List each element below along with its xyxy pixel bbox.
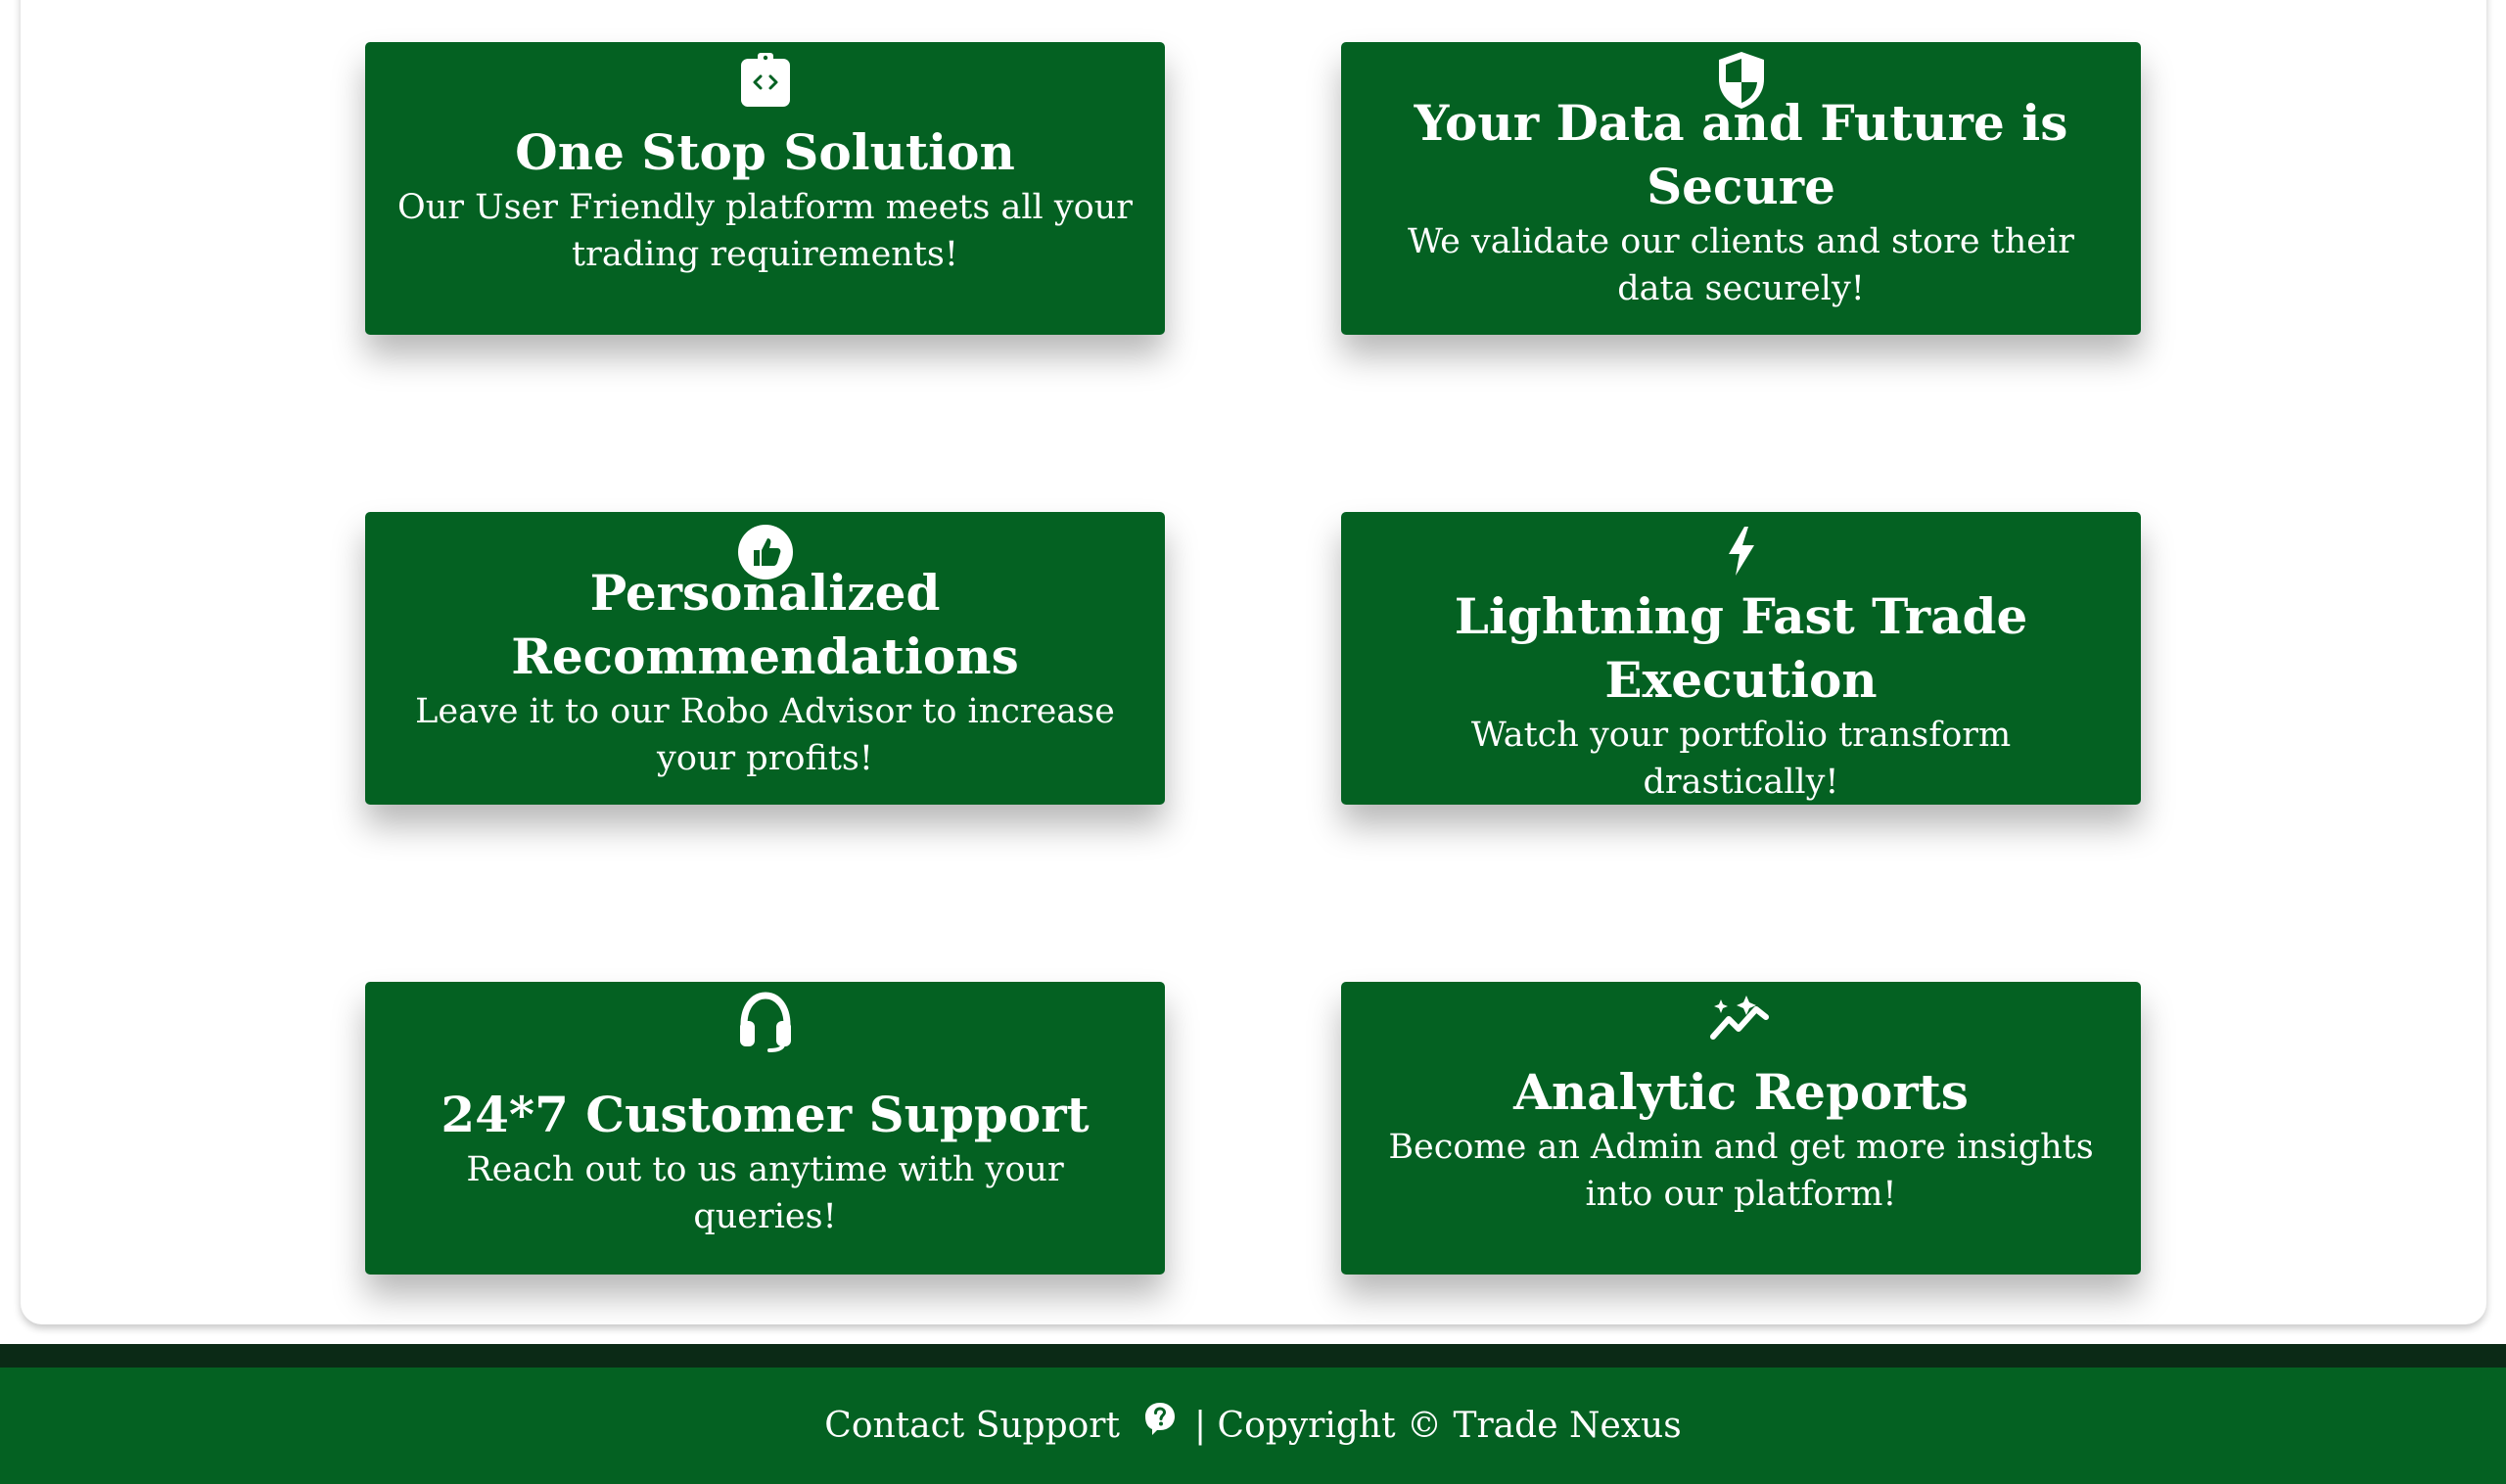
feature-card-lightning-fast-execution: Lightning Fast Trade Execution Watch you… xyxy=(1341,512,2141,805)
feature-card-customer-support: 24*7 Customer Support Reach out to us an… xyxy=(365,982,1165,1275)
card-description: Reach out to us anytime with your querie… xyxy=(466,1150,1064,1236)
lightning-icon xyxy=(1341,526,2141,577)
thumbs-up-icon xyxy=(365,524,1165,580)
feature-card-data-secure: Your Data and Future is Secure We valida… xyxy=(1341,42,2141,335)
card-title: One Stop Solution xyxy=(515,123,1015,181)
card-description: Leave it to our Robo Advisor to increase… xyxy=(415,692,1115,778)
shield-icon xyxy=(1341,50,2141,111)
analytics-sparkle-icon xyxy=(1341,994,2141,1043)
card-description: We validate our clients and store their … xyxy=(1408,222,2074,308)
card-title: Personalized Recommendations xyxy=(511,564,1019,685)
card-title: Your Data and Future is Secure xyxy=(1414,94,2068,215)
question-bubble-icon[interactable] xyxy=(1143,1401,1177,1436)
card-title: 24*7 Customer Support xyxy=(441,1086,1090,1143)
card-title: Analytic Reports xyxy=(1513,1063,1969,1121)
feature-card-one-stop-solution: One Stop Solution Our User Friendly plat… xyxy=(365,42,1165,335)
copyright-text: | Copyright © Trade Nexus xyxy=(1193,1406,1682,1446)
code-clipboard-icon xyxy=(365,53,1165,108)
feature-card-personalized-recommendations: Personalized Recommendations Leave it to… xyxy=(365,512,1165,805)
card-description: Watch your portfolio transform drastical… xyxy=(1470,716,2012,802)
contact-support-link[interactable]: Contact Support xyxy=(824,1406,1120,1446)
headset-icon xyxy=(365,992,1165,1052)
feature-card-analytic-reports: Analytic Reports Become an Admin and get… xyxy=(1341,982,2141,1275)
footer-divider xyxy=(0,1344,2506,1368)
card-description: Become an Admin and get more insights in… xyxy=(1388,1128,2094,1214)
footer: Contact Support | Copyright © Trade Nexu… xyxy=(0,1368,2506,1484)
card-title: Lightning Fast Trade Execution xyxy=(1454,587,2028,709)
card-description: Our User Friendly platform meets all you… xyxy=(397,188,1133,274)
